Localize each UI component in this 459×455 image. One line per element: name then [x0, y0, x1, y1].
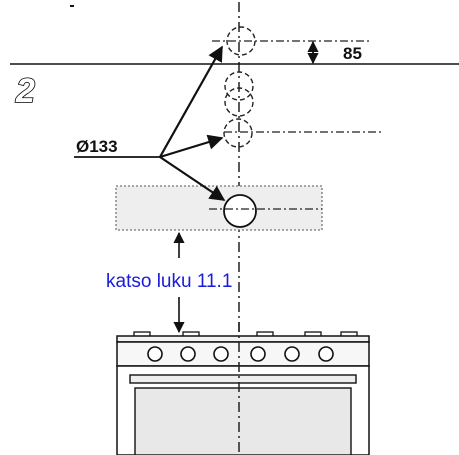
dimension-85-label: 85	[343, 44, 362, 63]
control-knob-3	[213, 346, 229, 362]
diameter-label: Ø133	[76, 137, 118, 156]
duct-position-upper-1	[224, 71, 254, 101]
control-knob-4	[250, 346, 266, 362]
reference-text: katso luku 11.1	[106, 271, 232, 292]
step-number: 2	[15, 72, 35, 110]
extraction-zone	[115, 185, 323, 231]
control-knob-2	[180, 346, 196, 362]
control-knob-5	[284, 346, 300, 362]
control-knob-1	[147, 346, 163, 362]
leader-arrow-top	[159, 45, 223, 158]
leader-arrow-bottom	[159, 156, 226, 201]
oven-door-handle-bar	[129, 374, 357, 384]
duct-position-upper-2	[224, 87, 254, 117]
hob-top	[116, 335, 370, 343]
cooker	[116, 331, 370, 455]
control-knob-6	[318, 346, 334, 362]
duct-position-bottom	[223, 194, 257, 228]
duct-position-middle	[223, 118, 253, 148]
leader-arrow-middle	[159, 134, 224, 159]
oven-door-window	[134, 387, 352, 455]
